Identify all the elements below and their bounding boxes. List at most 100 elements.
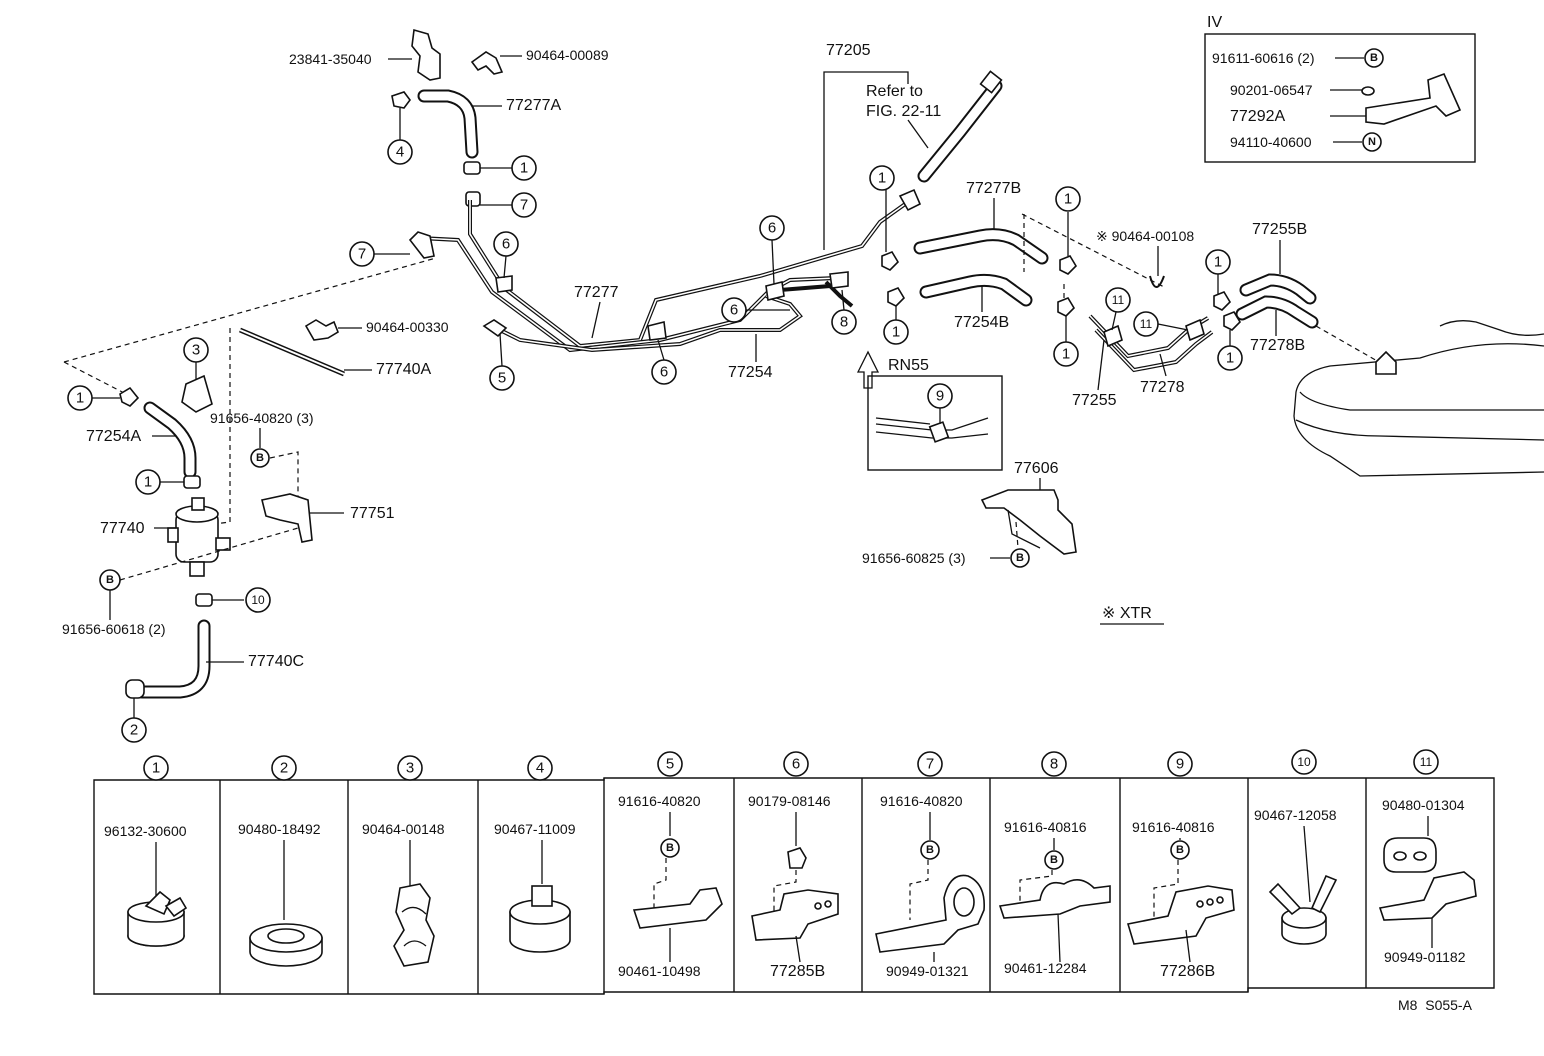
legend-part-bottom: 90461-12284 bbox=[1004, 960, 1087, 976]
callout-1: 1 bbox=[67, 385, 93, 411]
label-77740a: 77740A bbox=[376, 361, 431, 378]
legend-item-2: 2 90480-18492 bbox=[238, 755, 323, 967]
callout-11: 11 bbox=[1133, 311, 1159, 337]
svg-text:5: 5 bbox=[498, 370, 506, 387]
xtr-note: ※ XTR bbox=[1100, 605, 1164, 625]
label-77254b: 77254B bbox=[954, 314, 1009, 331]
svg-text:9: 9 bbox=[1176, 756, 1184, 773]
label-91656-40820: 91656-40820 (3) bbox=[210, 410, 314, 426]
callout-1: 1 bbox=[1053, 341, 1079, 367]
right-side-parts: 77277B 77254B ※ 90464-00108 77255 77278 bbox=[881, 180, 1544, 477]
fuel-tank-outline bbox=[1293, 343, 1544, 477]
arrow-up-icon bbox=[856, 350, 880, 389]
legend-part-bottom: 90461-10498 bbox=[618, 963, 701, 979]
legend-part-top: 91616-40816 bbox=[1004, 819, 1087, 835]
label-90464-00330: 90464-00330 bbox=[366, 319, 449, 335]
svg-text:2: 2 bbox=[280, 760, 288, 777]
legend-part-top: 96132-30600 bbox=[104, 823, 187, 839]
svg-text:B: B bbox=[1050, 854, 1058, 866]
svg-text:6: 6 bbox=[768, 220, 776, 237]
svg-text:2: 2 bbox=[130, 722, 138, 739]
svg-text:10: 10 bbox=[1297, 755, 1311, 769]
callout-1: 1 bbox=[1055, 186, 1081, 212]
legend-part-top: 90480-18492 bbox=[238, 821, 321, 837]
legend-item-6: 6 90179-08146 77285B bbox=[748, 751, 839, 980]
label-77205: 77205 bbox=[826, 42, 871, 59]
svg-text:B: B bbox=[1176, 844, 1184, 856]
callout-7: 7 bbox=[349, 241, 375, 267]
callout-7: 7 bbox=[511, 192, 537, 218]
legend-part-top: 90464-00148 bbox=[362, 821, 445, 837]
parts-legend: 1 96132-30600 2 90480-18492 3 90464-0014… bbox=[93, 749, 1495, 995]
svg-text:1: 1 bbox=[520, 160, 528, 177]
svg-text:3: 3 bbox=[192, 342, 200, 359]
inset-iv: IV 91611-60616 (2) B 90201-06547 77292A … bbox=[1204, 14, 1476, 163]
bracket-23841-icon bbox=[411, 28, 441, 81]
callout-5: 5 bbox=[489, 365, 515, 391]
label-77606: 77606 bbox=[1014, 460, 1059, 477]
legend-item-4: 4 90467-11009 bbox=[494, 755, 576, 953]
label-rn55: RN55 bbox=[888, 357, 929, 374]
clamp-90464-00089-icon bbox=[470, 51, 504, 75]
legend-item-3: 3 90464-00148 bbox=[362, 755, 445, 967]
callout-8: 8 bbox=[831, 309, 857, 335]
label-77740: 77740 bbox=[100, 520, 145, 537]
svg-text:1: 1 bbox=[1214, 254, 1222, 271]
callout-10: 10 bbox=[245, 587, 271, 613]
callout-4: 4 bbox=[387, 139, 413, 165]
legend-item-8: 8 91616-40816 B 90461-12284 bbox=[998, 751, 1111, 976]
svg-text:7: 7 bbox=[358, 246, 366, 263]
inset-iv-title: IV bbox=[1207, 14, 1222, 31]
clamp-6-mid-icon bbox=[765, 281, 785, 301]
legend-part-bottom: 90949-01321 bbox=[886, 963, 969, 979]
label-77740c: 77740C bbox=[248, 653, 304, 670]
svg-text:8: 8 bbox=[1050, 756, 1058, 773]
label-77278b: 77278B bbox=[1250, 337, 1305, 354]
clamp-6-on-pipe-icon bbox=[495, 275, 513, 293]
inset-iv-part-3: 77292A bbox=[1230, 108, 1285, 125]
pipe-fitting-top-icon bbox=[979, 70, 1003, 94]
clip-1-icon bbox=[463, 161, 481, 175]
label-77278: 77278 bbox=[1140, 379, 1185, 396]
label-77254a: 77254A bbox=[86, 428, 141, 445]
svg-text:9: 9 bbox=[936, 388, 944, 405]
label-77277: 77277 bbox=[574, 284, 619, 301]
grommet-2-icon bbox=[125, 679, 145, 699]
svg-text:10: 10 bbox=[251, 593, 265, 607]
svg-text:1: 1 bbox=[144, 474, 152, 491]
clamp-6-lower-icon bbox=[647, 321, 667, 341]
svg-text:1: 1 bbox=[1226, 350, 1234, 367]
callout-2: 2 bbox=[121, 717, 147, 743]
callout-3: 3 bbox=[183, 337, 209, 363]
bracket-77606: 77606 91656-60825 (3) B bbox=[862, 460, 1077, 568]
svg-text:N: N bbox=[1368, 136, 1376, 148]
refer-to-line2: FIG. 22-11 bbox=[866, 103, 941, 120]
svg-text:6: 6 bbox=[660, 364, 668, 381]
svg-text:1: 1 bbox=[76, 390, 84, 407]
legend-item-10: 10 90467-12058 bbox=[1254, 749, 1338, 945]
diagram-callouts: 4 1 7 7 6 5 6 6 6 8 1 1 9 1 1 11 11 1 1 … bbox=[67, 139, 1243, 743]
inset-iv-part-2: 90201-06547 bbox=[1230, 82, 1313, 98]
rn55-inset: RN55 bbox=[856, 350, 1003, 471]
figure-code: M8 S055-A bbox=[1398, 997, 1473, 1013]
fitting-7-icon bbox=[408, 231, 435, 259]
top-left-parts: 23841-35040 90464-00089 77277A bbox=[289, 28, 609, 207]
svg-text:1: 1 bbox=[1064, 191, 1072, 208]
label-77254: 77254 bbox=[728, 364, 773, 381]
legend-part-bottom: 77285B bbox=[770, 963, 825, 980]
svg-text:4: 4 bbox=[536, 760, 544, 777]
legend-part-bottom: 77286B bbox=[1160, 963, 1215, 980]
inset-iv-part-1: 91611-60616 (2) bbox=[1212, 50, 1314, 66]
svg-text:6: 6 bbox=[792, 756, 800, 773]
svg-text:5: 5 bbox=[666, 756, 674, 773]
b-marker-icon bbox=[1364, 48, 1384, 68]
rn55-frame bbox=[867, 375, 1003, 471]
legend-part-top: 90467-12058 bbox=[1254, 807, 1337, 823]
label-90464-00108: ※ 90464-00108 bbox=[1096, 228, 1194, 244]
callout-1: 1 bbox=[1205, 249, 1231, 275]
svg-text:7: 7 bbox=[926, 756, 934, 773]
svg-text:B: B bbox=[256, 452, 264, 464]
label-77255b: 77255B bbox=[1252, 221, 1307, 238]
left-side-parts: 77254A 91656-40820 (3) B 77751 77740 B 9… bbox=[62, 257, 437, 718]
